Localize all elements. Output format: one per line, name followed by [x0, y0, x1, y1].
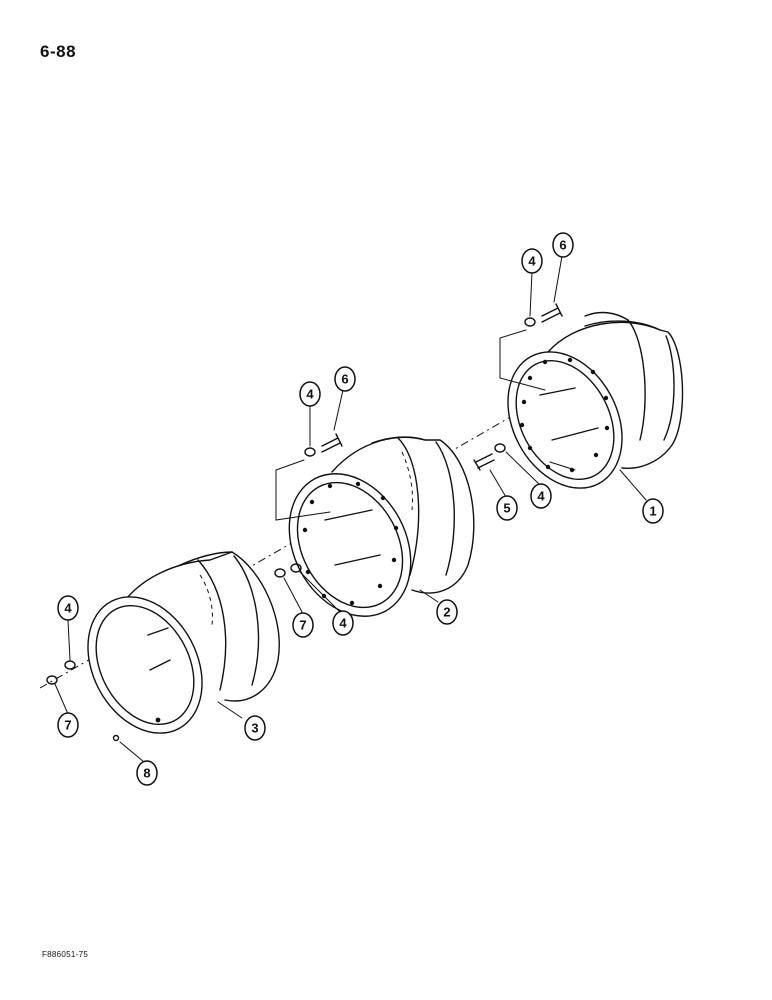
callout-1: 1 [642, 498, 664, 524]
svg-text:3: 3 [251, 721, 258, 736]
hardware [46, 303, 563, 742]
bolt-part [541, 303, 563, 323]
bolt-part [473, 453, 495, 471]
nut-part [274, 568, 286, 578]
callout-2: 2 [436, 599, 458, 625]
rim-2-part [288, 436, 475, 617]
svg-text:4: 4 [537, 489, 545, 504]
washer-part [494, 443, 506, 453]
page-number: 6-88 [40, 42, 77, 61]
figure-code: F886051-75 [42, 950, 89, 959]
callout-4-left: 4 [57, 595, 79, 621]
callout-6-top-right: 6 [552, 232, 574, 258]
svg-text:1: 1 [649, 504, 656, 519]
callout-4-top-right: 4 [521, 248, 543, 274]
callout-6-middle: 6 [334, 366, 356, 392]
valve-part [112, 734, 120, 742]
bolt-part [321, 433, 343, 453]
callout-5: 5 [496, 495, 518, 521]
washer-part [290, 563, 302, 573]
svg-text:8: 8 [143, 766, 150, 781]
svg-text:4: 4 [528, 254, 536, 269]
svg-text:4: 4 [339, 616, 347, 631]
callout-7-left: 7 [57, 712, 79, 738]
washer-part [304, 447, 316, 457]
nut-part [46, 675, 58, 685]
svg-text:5: 5 [503, 501, 510, 516]
callout-8: 8 [136, 760, 158, 786]
callout-4-middle-bottom: 4 [332, 610, 354, 636]
callout-4-middle-top: 4 [299, 381, 321, 407]
svg-text:7: 7 [64, 718, 71, 733]
rim-3-part [87, 551, 280, 734]
svg-text:7: 7 [299, 618, 306, 633]
svg-text:2: 2 [443, 605, 450, 620]
callout-4-near-bolt-5: 4 [530, 483, 552, 509]
leader-lines [54, 255, 647, 763]
svg-text:4: 4 [64, 601, 72, 616]
svg-text:4: 4 [306, 387, 314, 402]
washer-part [524, 317, 536, 327]
svg-text:6: 6 [341, 372, 348, 387]
svg-text:6: 6 [559, 238, 566, 253]
callout-3: 3 [244, 715, 266, 741]
washer-part [64, 660, 76, 670]
callout-7-middle: 7 [292, 612, 314, 638]
rim-1-part [507, 311, 684, 489]
